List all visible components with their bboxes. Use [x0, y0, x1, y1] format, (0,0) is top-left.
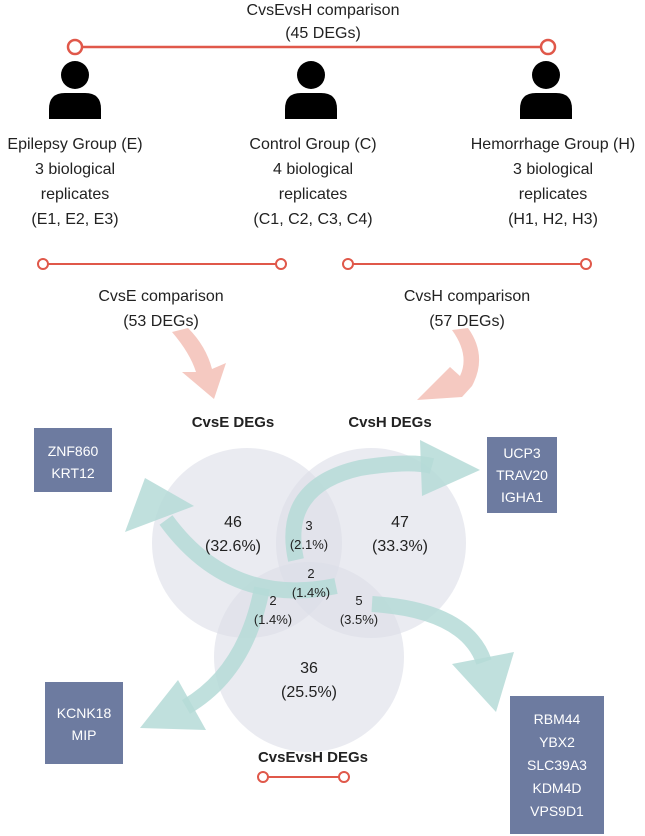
teal-arrow-to-bottom-right — [371, 596, 514, 712]
epilepsy-group-label: Epilepsy Group (E) 3 biological replicat… — [7, 136, 142, 228]
gene-box-top-right: UCP3 TRAV20 IGHA1 — [487, 437, 557, 513]
svg-text:MIP: MIP — [72, 727, 97, 743]
cvsh-comparison-count: (57 DEGs) — [429, 313, 505, 330]
svg-text:SLC39A3: SLC39A3 — [527, 757, 587, 773]
region-h-only: 47 (33.3%) — [372, 514, 428, 555]
svg-text:replicates: replicates — [41, 186, 109, 203]
cvse-connector — [37, 258, 287, 270]
top-comparison-title: CvsEvsH comparison — [247, 2, 400, 19]
svg-text:Epilepsy Group (E): Epilepsy Group (E) — [7, 136, 142, 153]
cvsh-comparison-title: CvsH comparison — [404, 288, 530, 305]
svg-text:YBX2: YBX2 — [539, 734, 575, 750]
svg-text:(33.3%): (33.3%) — [372, 538, 428, 555]
gene-box-top-left: ZNF860 KRT12 — [34, 428, 112, 492]
cvsevsh-degs-label: CvsEvsH DEGs — [258, 749, 368, 766]
svg-text:2: 2 — [269, 593, 276, 608]
svg-text:47: 47 — [391, 514, 409, 531]
svg-text:UCP3: UCP3 — [503, 445, 541, 461]
svg-text:replicates: replicates — [519, 186, 587, 203]
svg-text:KCNK18: KCNK18 — [57, 705, 112, 721]
svg-text:RBM44: RBM44 — [534, 711, 581, 727]
top-connector — [66, 38, 557, 56]
control-person-icon — [285, 61, 337, 119]
hemorrhage-person-icon — [520, 61, 572, 119]
svg-text:ZNF860: ZNF860 — [48, 443, 99, 459]
svg-text:4 biological: 4 biological — [273, 161, 353, 178]
svg-text:TRAV20: TRAV20 — [496, 467, 548, 483]
gene-box-bottom-right: RBM44 YBX2 SLC39A3 KDM4D VPS9D1 — [510, 696, 604, 834]
svg-text:3 biological: 3 biological — [35, 161, 115, 178]
svg-text:(E1, E2, E3): (E1, E2, E3) — [31, 211, 118, 228]
svg-text:5: 5 — [355, 593, 362, 608]
svg-text:(1.4%): (1.4%) — [292, 585, 330, 600]
svg-text:Control Group (C): Control Group (C) — [249, 136, 376, 153]
top-comparison-count: (45 DEGs) — [285, 25, 361, 42]
cvsh-pink-arrow — [417, 328, 480, 400]
svg-text:3 biological: 3 biological — [513, 161, 593, 178]
svg-text:KRT12: KRT12 — [51, 465, 95, 481]
teal-arrow-to-top-right — [285, 440, 480, 562]
epilepsy-person-icon — [49, 61, 101, 119]
gene-box-bottom-left: KCNK18 MIP — [45, 682, 123, 764]
region-e-tri-overlap: 2 (1.4%) — [254, 593, 292, 627]
control-group-label: Control Group (C) 4 biological replicate… — [249, 136, 376, 228]
svg-text:VPS9D1: VPS9D1 — [530, 803, 584, 819]
hemorrhage-group-label: Hemorrhage Group (H) 3 biological replic… — [471, 136, 636, 228]
cvse-degs-label: CvsE DEGs — [192, 414, 275, 431]
svg-text:3: 3 — [305, 518, 312, 533]
svg-text:2: 2 — [307, 566, 314, 581]
svg-text:Hemorrhage Group (H): Hemorrhage Group (H) — [471, 136, 636, 153]
svg-text:(3.5%): (3.5%) — [340, 612, 378, 627]
svg-text:(1.4%): (1.4%) — [254, 612, 292, 627]
region-all-overlap: 2 (1.4%) — [292, 566, 330, 600]
svg-text:(H1, H2, H3): (H1, H2, H3) — [508, 211, 598, 228]
teal-arrow-to-bottom-left — [140, 586, 270, 730]
svg-text:(32.6%): (32.6%) — [205, 538, 261, 555]
cvse-pink-arrow — [172, 328, 226, 399]
teal-arrow-to-top-left — [125, 478, 338, 599]
svg-text:(25.5%): (25.5%) — [281, 684, 337, 701]
region-tri-only: 36 (25.5%) — [281, 660, 337, 701]
svg-text:(2.1%): (2.1%) — [290, 537, 328, 552]
cvsh-degs-label: CvsH DEGs — [348, 414, 431, 431]
cvsh-connector — [342, 258, 592, 270]
svg-text:46: 46 — [224, 514, 242, 531]
bottom-connector — [257, 771, 350, 783]
cvse-comparison-count: (53 DEGs) — [123, 313, 199, 330]
region-h-tri-overlap: 5 (3.5%) — [340, 593, 378, 627]
svg-text:IGHA1: IGHA1 — [501, 489, 543, 505]
region-e-only: 46 (32.6%) — [205, 514, 261, 555]
svg-text:replicates: replicates — [279, 186, 347, 203]
region-e-h-overlap: 3 (2.1%) — [290, 518, 328, 552]
svg-text:(C1, C2, C3, C4): (C1, C2, C3, C4) — [253, 211, 372, 228]
svg-text:36: 36 — [300, 660, 318, 677]
cvse-comparison-title: CvsE comparison — [98, 288, 223, 305]
svg-text:KDM4D: KDM4D — [532, 780, 581, 796]
